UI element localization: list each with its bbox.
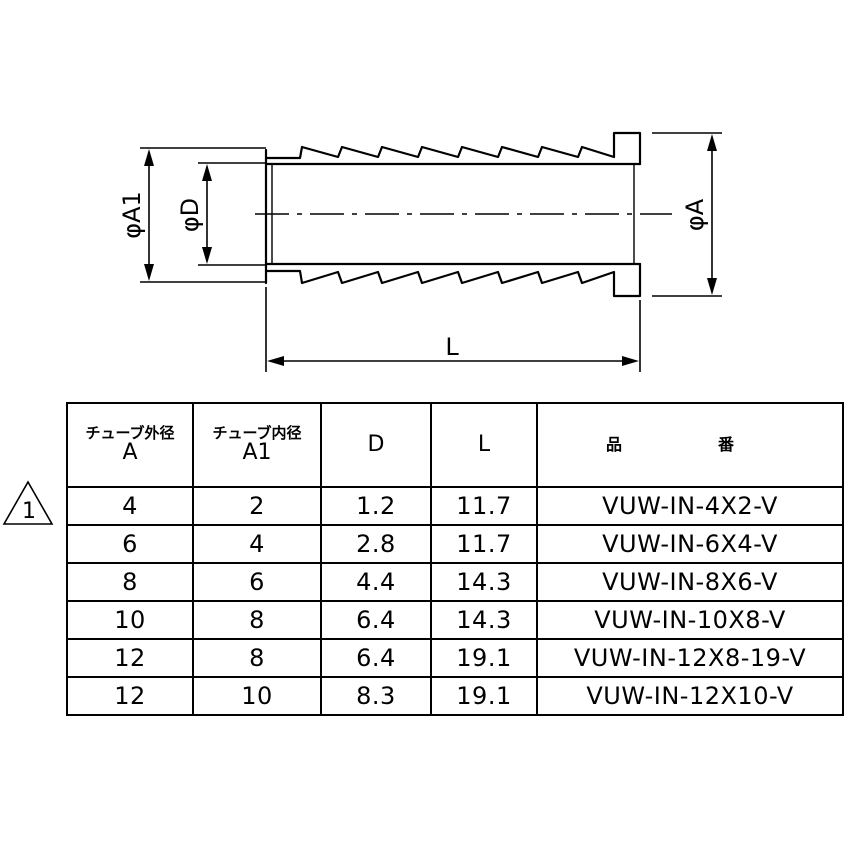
cell-a: 12 bbox=[66, 638, 194, 678]
label-phi-a: φA bbox=[681, 198, 709, 231]
cell-part-number: VUW-IN-6X4-V bbox=[536, 524, 844, 564]
header-tube-id: チューブ内径 A1 bbox=[192, 402, 322, 488]
cell-a1: 8 bbox=[192, 600, 322, 640]
cell-a: 4 bbox=[66, 486, 194, 526]
cell-part-number: VUW-IN-4X2-V bbox=[536, 486, 844, 526]
cell-d: 8.3 bbox=[320, 676, 432, 716]
cell-l: 11.7 bbox=[430, 486, 538, 526]
label-phi-d: φD bbox=[176, 198, 204, 232]
cell-part-number: VUW-IN-12X8-19-V bbox=[536, 638, 844, 678]
cell-l: 19.1 bbox=[430, 638, 538, 678]
cell-a1: 10 bbox=[192, 676, 322, 716]
cell-l: 11.7 bbox=[430, 524, 538, 564]
cell-l: 19.1 bbox=[430, 676, 538, 716]
cell-l: 14.3 bbox=[430, 562, 538, 602]
cell-d: 1.2 bbox=[320, 486, 432, 526]
table-row: 4 2 1.2 11.7 VUW-IN-4X2-V bbox=[66, 486, 844, 526]
spec-table: チューブ外径 A チューブ内径 A1 D L 品 番 4 2 1.2 11.7 … bbox=[66, 402, 844, 716]
table-row: 12 8 6.4 19.1 VUW-IN-12X8-19-V bbox=[66, 638, 844, 678]
table-row: 8 6 4.4 14.3 VUW-IN-8X6-V bbox=[66, 562, 844, 602]
cell-part-number: VUW-IN-12X10-V bbox=[536, 676, 844, 716]
cell-a1: 2 bbox=[192, 486, 322, 526]
table-row: 12 10 8.3 19.1 VUW-IN-12X10-V bbox=[66, 676, 844, 716]
table-header-row: チューブ外径 A チューブ内径 A1 D L 品 番 bbox=[66, 402, 844, 488]
upper-barb-profile bbox=[264, 131, 642, 166]
fitting-drawing: φA1 φD φA L bbox=[118, 131, 722, 372]
label-length: L bbox=[445, 333, 459, 361]
header-l: L bbox=[430, 402, 538, 488]
label-phi-a1: φA1 bbox=[118, 191, 146, 239]
cell-d: 6.4 bbox=[320, 600, 432, 640]
cell-a1: 6 bbox=[192, 562, 322, 602]
header-d: D bbox=[320, 402, 432, 488]
cell-a: 10 bbox=[66, 600, 194, 640]
cell-a: 12 bbox=[66, 676, 194, 716]
cell-part-number: VUW-IN-8X6-V bbox=[536, 562, 844, 602]
table-row: 6 4 2.8 11.7 VUW-IN-6X4-V bbox=[66, 524, 844, 564]
revision-mark-label: 1 bbox=[22, 499, 36, 524]
cell-a1: 4 bbox=[192, 524, 322, 564]
cell-d: 4.4 bbox=[320, 562, 432, 602]
cell-a: 6 bbox=[66, 524, 194, 564]
cell-a1: 8 bbox=[192, 638, 322, 678]
table-row: 10 8 6.4 14.3 VUW-IN-10X8-V bbox=[66, 600, 844, 640]
header-tube-od: チューブ外径 A bbox=[66, 402, 194, 488]
revision-triangle-icon: 1 bbox=[2, 480, 54, 525]
cell-l: 14.3 bbox=[430, 600, 538, 640]
cell-d: 2.8 bbox=[320, 524, 432, 564]
cell-part-number: VUW-IN-10X8-V bbox=[536, 600, 844, 640]
cell-a: 8 bbox=[66, 562, 194, 602]
lower-barb-profile bbox=[264, 262, 642, 298]
cell-d: 6.4 bbox=[320, 638, 432, 678]
header-part-number: 品 番 bbox=[536, 402, 844, 488]
